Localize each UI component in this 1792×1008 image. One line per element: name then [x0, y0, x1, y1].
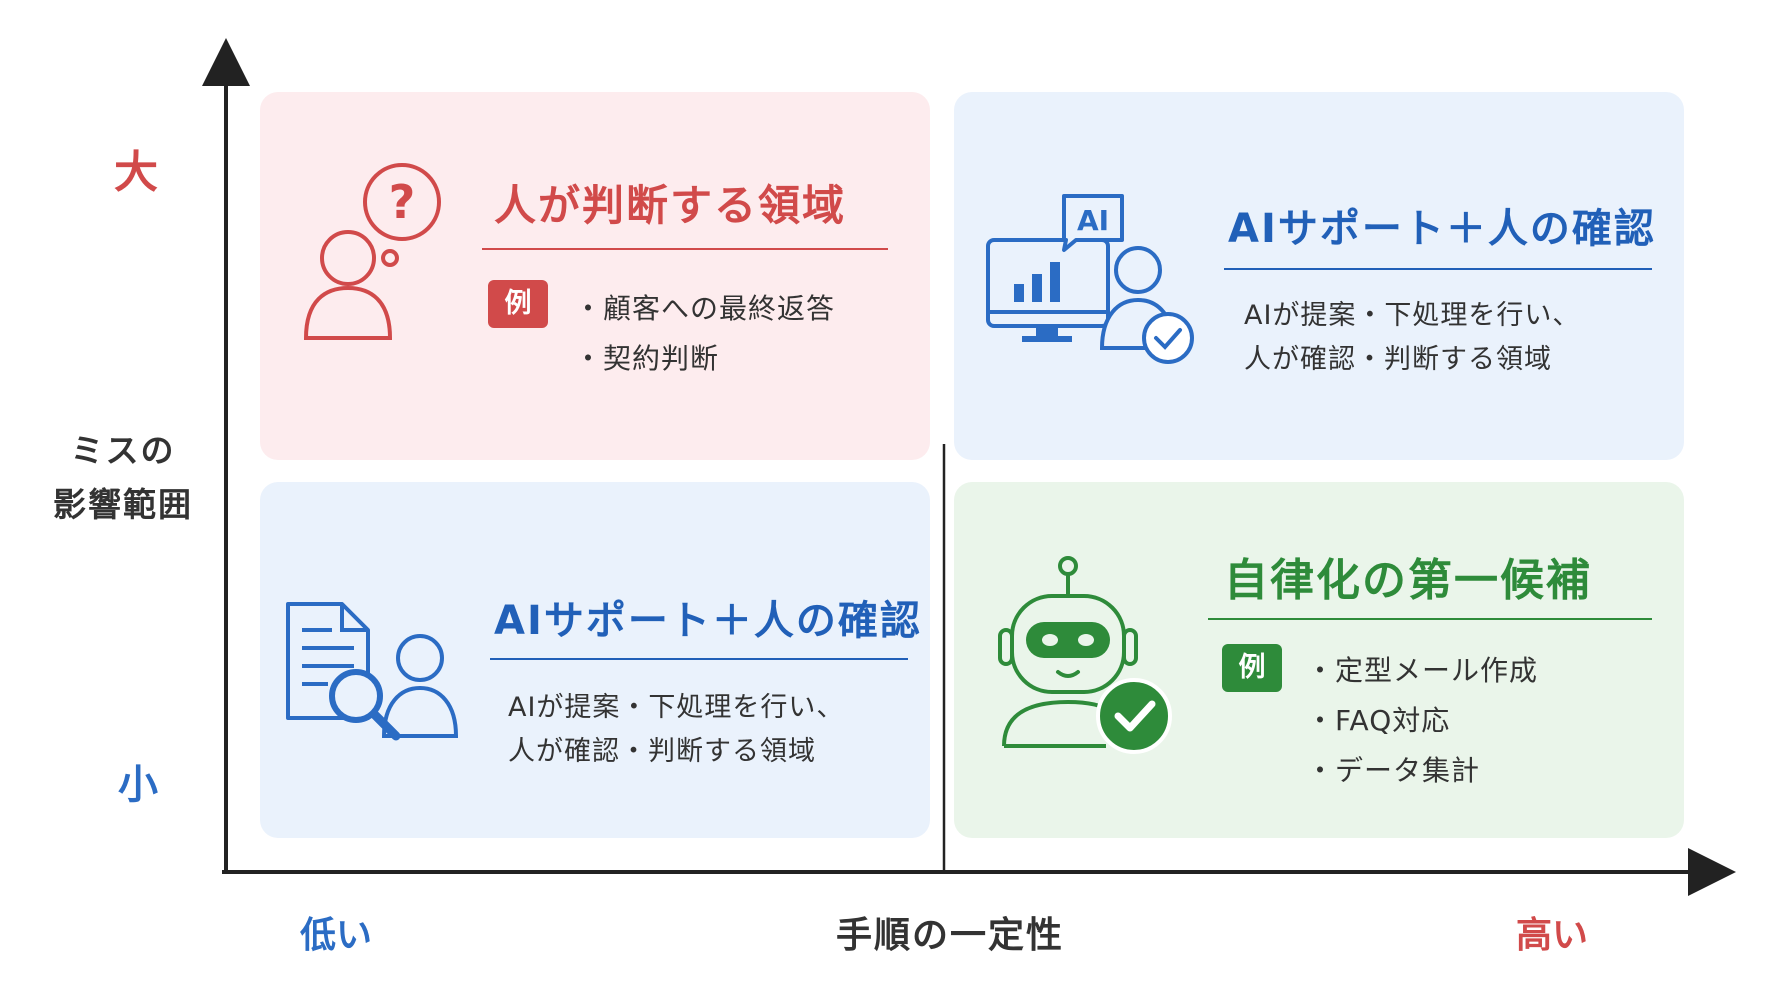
quadrant-bottom-left-title: AIサポート＋人の確認 [494, 598, 922, 644]
y-low-label: 小 [118, 762, 158, 808]
quadrant-top-right-desc: AIが提案・下処理を行い、 人が確認・判断する領域 [1244, 294, 1580, 382]
example-badge: 例 [488, 280, 548, 328]
desc-line: 人が確認・判断する領域 [508, 736, 816, 767]
document-search-person-icon [286, 602, 459, 741]
svg-text:?: ? [389, 175, 416, 229]
desc-line: 人が確認・判断する領域 [1244, 344, 1552, 375]
quadrant-top-left-rule [482, 248, 888, 250]
person-question-icon: ? [303, 163, 441, 340]
quadrant-bottom-left-desc: AIが提案・下処理を行い、 人が確認・判断する領域 [508, 686, 844, 774]
example-badge: 例 [1222, 644, 1282, 692]
y-axis-title-line2: 影響範囲 [53, 485, 193, 524]
desc-line: AIが提案・下処理を行い、 [1244, 300, 1581, 331]
robot-check-icon [998, 556, 1172, 754]
y-high-label: 大 [114, 147, 158, 198]
example-list: 定型メール作成 FAQ対応 データ集計 [1306, 646, 1538, 796]
example-item: FAQ対応 [1306, 696, 1538, 746]
example-list: 顧客への最終返答 契約判断 [574, 284, 835, 384]
ai-monitor-person-icon: AI [986, 194, 1194, 364]
desc-line: AIが提案・下処理を行い、 [508, 692, 845, 723]
x-axis-title: 手順の一定性 [835, 915, 1064, 956]
example-item: 契約判断 [574, 334, 835, 384]
y-axis-title: ミスの 影響範囲 [48, 424, 198, 532]
quadrant-bottom-right-title: 自律化の第一候補 [1224, 555, 1592, 606]
x-low-label: 低い [300, 915, 373, 956]
quadrant-top-left [260, 92, 930, 460]
x-high-label: 高い [1516, 915, 1589, 956]
quadrant-top-left-title: 人が判断する領域 [494, 181, 847, 230]
svg-text:AI: AI [1077, 204, 1109, 237]
quadrant-top-right [954, 92, 1684, 460]
y-axis-title-line1: ミスの [70, 431, 176, 470]
quadrant-bottom-right-rule [1208, 618, 1652, 620]
example-item: 定型メール作成 [1306, 646, 1538, 696]
example-item: 顧客への最終返答 [574, 284, 835, 334]
quadrant-top-right-rule [1224, 268, 1652, 270]
example-item: データ集計 [1306, 746, 1538, 796]
quadrant-top-right-title: AIサポート＋人の確認 [1228, 206, 1656, 252]
quadrant-bottom-left-rule [490, 658, 908, 660]
quadrant-bottom-left [260, 482, 930, 838]
